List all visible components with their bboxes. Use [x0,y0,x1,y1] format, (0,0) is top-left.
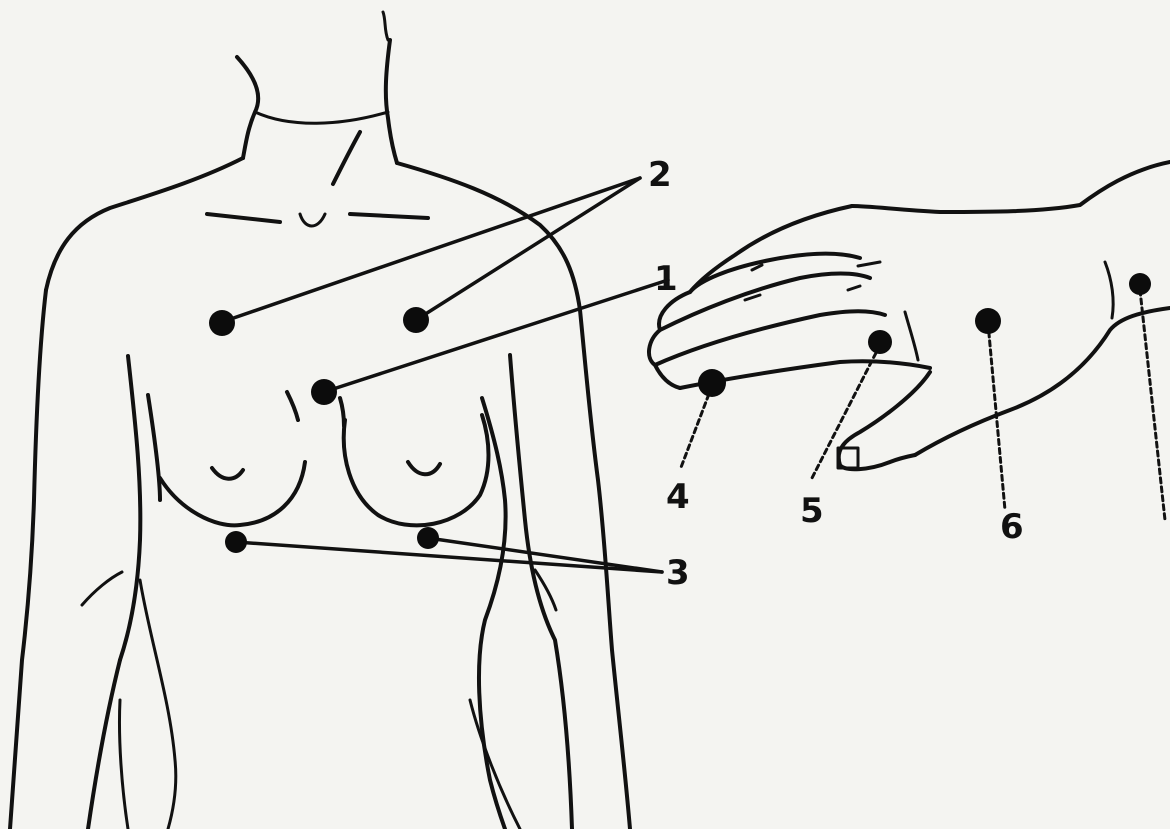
forearm-bottom-outline [915,308,1170,455]
point-left-chest [209,310,235,336]
point-sternum [311,379,337,405]
point-hand-5 [868,330,892,354]
left-hand-line [119,700,128,829]
hand-figure [649,162,1170,469]
left-forearm-line [140,580,176,829]
leader-3b [428,538,662,572]
callout-3: 3 [666,553,690,593]
hand-back-top [690,206,852,292]
neck-hair-mark [383,12,388,40]
fingertips [649,292,690,388]
left-shoulder-outline [46,158,243,290]
wrist-crease [1105,262,1113,318]
right-arm-inner [510,355,572,829]
knuckle-mark-1 [752,265,762,270]
knuckle-mark-3 [858,262,880,266]
left-elbow-fold [82,572,122,605]
left-clavicle [207,214,280,222]
left-flank [148,395,160,500]
sternal-notch [300,214,325,226]
neck-right-outline [386,40,397,163]
callout-6: 6 [1000,507,1024,547]
neck-front-curve [255,112,388,123]
left-forearm-front [88,660,120,829]
callout-4: 4 [666,477,690,517]
right-clavicle [350,214,428,218]
sternum-mark-left [287,392,298,420]
palm-crease [905,312,918,360]
left-arm-outer [10,290,46,829]
point-right-chest [403,307,429,333]
torso-figure [10,12,630,829]
ring-finger [655,311,885,365]
point-left-breast-base [225,531,247,553]
knuckle-mark-4 [848,286,860,290]
left-nipple [212,468,243,479]
left-breast-outline [160,462,305,525]
point-hand-6 [975,308,1001,334]
forearm-top-outline [852,162,1170,212]
callout-5: 5 [800,491,824,531]
leader-1 [324,280,668,392]
leader-7 [1140,290,1165,520]
thumb [839,372,930,469]
callout-1: 1 [654,259,678,299]
point-right-breast-base [417,527,439,549]
point-wrist [1129,273,1151,295]
neck-tendon [333,132,360,184]
right-forearm-line [470,700,520,829]
callout-2: 2 [648,155,672,195]
point-fingertip [698,369,726,397]
left-arm-inner [120,356,140,660]
neck-left-outline [237,57,258,158]
right-shoulder-outline [397,163,580,310]
right-nipple [408,462,440,474]
sternum-mark-right [340,398,344,426]
knuckle-mark-2 [745,295,760,300]
leader-3a [236,542,662,572]
middle-finger [660,274,870,331]
leader-4 [680,386,712,470]
